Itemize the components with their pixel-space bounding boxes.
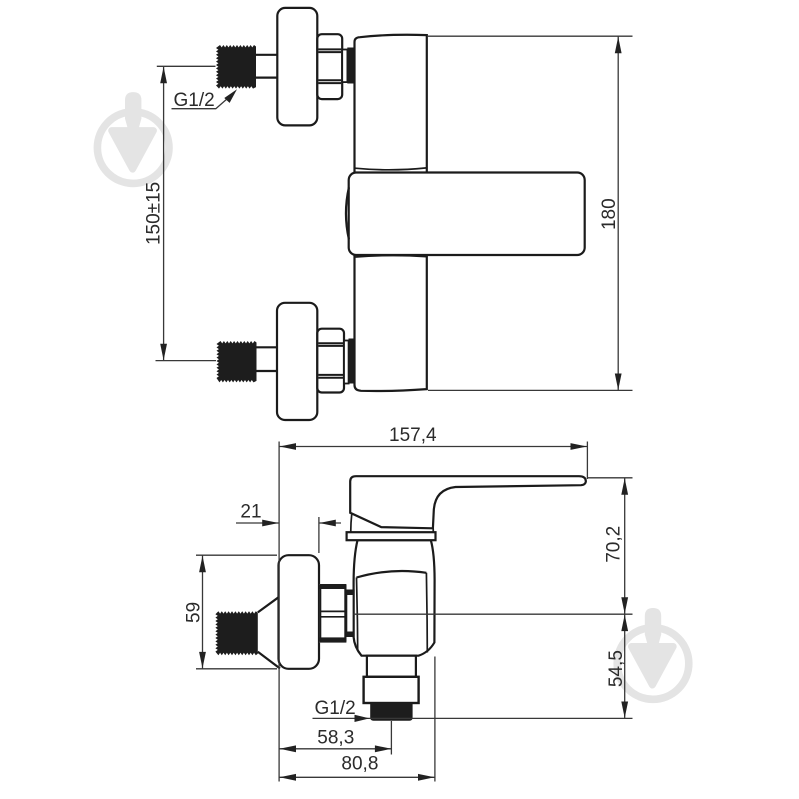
svg-text:G1/2: G1/2 [315,698,356,719]
svg-text:54,5: 54,5 [606,650,627,687]
svg-text:150±15: 150±15 [144,182,165,245]
svg-text:58,3: 58,3 [317,728,354,749]
svg-text:157,4: 157,4 [389,425,437,446]
svg-text:80,8: 80,8 [341,754,378,775]
svg-text:59: 59 [183,602,204,623]
svg-text:180: 180 [599,198,620,230]
svg-text:G1/2: G1/2 [174,90,215,111]
svg-text:70,2: 70,2 [604,526,625,563]
svg-text:21: 21 [240,501,261,522]
